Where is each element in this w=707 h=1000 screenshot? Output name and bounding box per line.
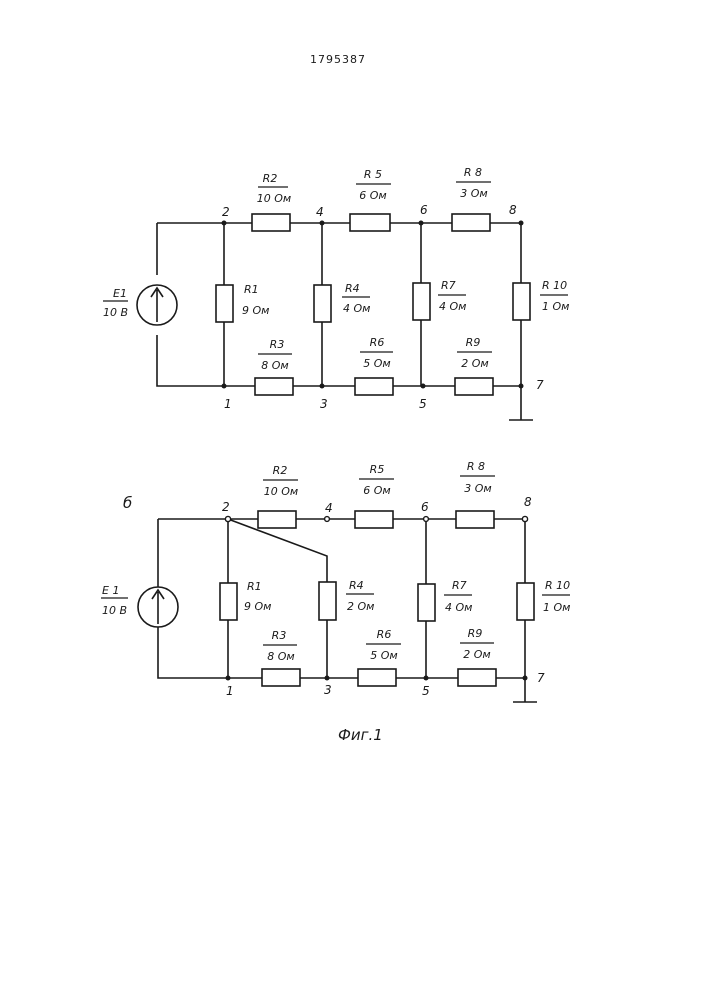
circuit-b-node-4: 4 [325,501,333,515]
circuit-b-r10-value: 1 Ом [543,601,570,614]
circuit-a-r5-name: R 5 [364,168,382,181]
circuit-a-resistor-r3: R3 8 Ом [255,338,293,395]
circuit-b-r4-value: 2 Ом [347,600,374,613]
circuit-a-resistor-r7: R7 4 Ом [413,279,466,320]
circuit-a-source-e1: E1 10 B [103,285,177,325]
circuit-a-resistor-r8: R 8 3 Ом [452,166,491,231]
circuit-b-r10-name: R 10 [545,579,570,592]
circuit-a-resistor-r4: R4 4 Ом [314,282,370,322]
circuit-a-r2-value: 10 Ом [257,192,291,205]
circuit-a-node-6: 6 [420,203,428,217]
circuit-b-resistor-r5: R5 6 Ом [355,463,394,528]
circuit-b-resistor-r3: R3 8 Ом [262,629,300,686]
circuit-b-r8-value: 3 Ом [464,482,491,495]
circuit-b-r1-name: R1 [247,580,262,593]
circuit-a-e1-name: E1 [113,287,127,300]
circuit-a-r8-value: 3 Ом [460,187,487,200]
circuit-b-node-6: 6 [421,500,429,514]
circuit-a-r7-name: R7 [441,279,456,292]
circuit-a-node-3: 3 [320,397,328,411]
circuit-a-resistor-r6: R6 5 Ом [355,336,393,395]
circuit-b-resistor-r9: R9 2 Ом [458,627,496,686]
circuit-b-r6-value: 5 Ом [370,649,397,662]
circuit-a-node-5: 5 [419,397,427,411]
circuit-b-e1-value: 10 B [102,604,127,617]
figure-caption: Фиг.1 [338,726,383,744]
circuit-b: б E 1 10 B R2 10 Ом R5 [101,460,570,702]
circuit-b-resistor-r1: R1 9 Ом [220,580,271,620]
circuit-a-r3-name: R3 [270,338,285,351]
circuit-b-r5-name: R5 [370,463,385,476]
circuit-a-r4-name: R4 [345,282,360,295]
circuit-b-r8-name: R 8 [467,460,485,473]
circuit-a-resistor-r1: R1 9 Ом [216,283,269,322]
circuit-a-node-7: 7 [536,378,544,392]
circuit-a-r9-value: 2 Ом [461,357,488,370]
circuit-a-resistor-r10: R 10 1 Ом [513,279,569,320]
circuit-b-node-8: 8 [524,495,532,509]
circuit-b-r2-value: 10 Ом [264,485,298,498]
circuit-b-node-7: 7 [537,671,545,685]
circuit-b-r4-name: R4 [349,579,364,592]
circuit-a-node-4: 4 [316,205,324,219]
circuit-b-node-1: 1 [226,684,234,698]
circuit-b-resistor-r7: R7 4 Ом [418,579,472,621]
circuit-a-node-1: 1 [224,397,232,411]
circuit-b-r7-name: R7 [452,579,467,592]
circuit-a-e1-value: 10 B [103,306,128,319]
document-number: 1795387 [310,53,366,66]
circuit-b-resistor-r10: R 10 1 Ом [517,579,570,620]
circuit-b-r1-value: 9 Ом [244,600,271,613]
circuit-b-r6-name: R6 [377,628,392,641]
circuit-a-r1-value: 9 Ом [242,304,269,317]
circuit-b-r2-name: R2 [273,464,288,477]
circuit-b-resistor-r8: R 8 3 Ом [456,460,495,528]
circuit-a-r10-value: 1 Ом [542,300,569,313]
circuit-b-node-5: 5 [422,684,430,698]
circuit-a-node-8: 8 [509,203,517,217]
circuit-a-r9-name: R9 [466,336,481,349]
circuit-a-resistor-r9: R9 2 Ом [455,336,493,395]
circuit-a: E1 10 B R2 10 Ом R 5 6 Ом R 8 3 Ом R3 [103,166,569,420]
circuit-b-r3-value: 8 Ом [267,650,294,663]
circuit-b-resistor-r4: R4 2 Ом [319,579,374,620]
circuit-a-r10-name: R 10 [542,279,567,292]
circuit-b-r7-value: 4 Ом [445,601,472,614]
circuit-a-node-2: 2 [222,205,230,219]
circuit-b-resistor-r6: R6 5 Ом [358,628,401,686]
circuit-b-r3-name: R3 [272,629,287,642]
circuit-a-r5-value: 6 Ом [359,189,386,202]
circuit-a-resistor-r2: R2 10 Ом [252,172,291,231]
circuit-b-e1-name: E 1 [102,584,119,597]
circuit-b-node-2: 2 [222,500,230,514]
circuit-b-resistor-r2: R2 10 Ом [258,464,298,528]
circuit-b-r5-value: 6 Ом [363,484,390,497]
circuit-b-source-e1: E 1 10 B [101,584,178,627]
circuit-a-r2-name: R2 [263,172,278,185]
circuit-a-r4-value: 4 Ом [343,302,370,315]
circuit-a-r8-name: R 8 [464,166,482,179]
circuit-a-resistor-r5: R 5 6 Ом [350,168,391,231]
circuit-b-node-3: 3 [324,683,332,697]
circuit-b-r9-value: 2 Ом [463,648,490,661]
circuit-a-r7-value: 4 Ом [439,300,466,313]
circuit-a-r6-name: R6 [370,336,385,349]
circuit-a-r1-name: R1 [244,283,259,296]
circuit-b-r9-name: R9 [468,627,483,640]
circuit-b-label: б [123,494,132,512]
circuit-a-r3-value: 8 Ом [261,359,288,372]
circuit-a-r6-value: 5 Ом [363,357,390,370]
